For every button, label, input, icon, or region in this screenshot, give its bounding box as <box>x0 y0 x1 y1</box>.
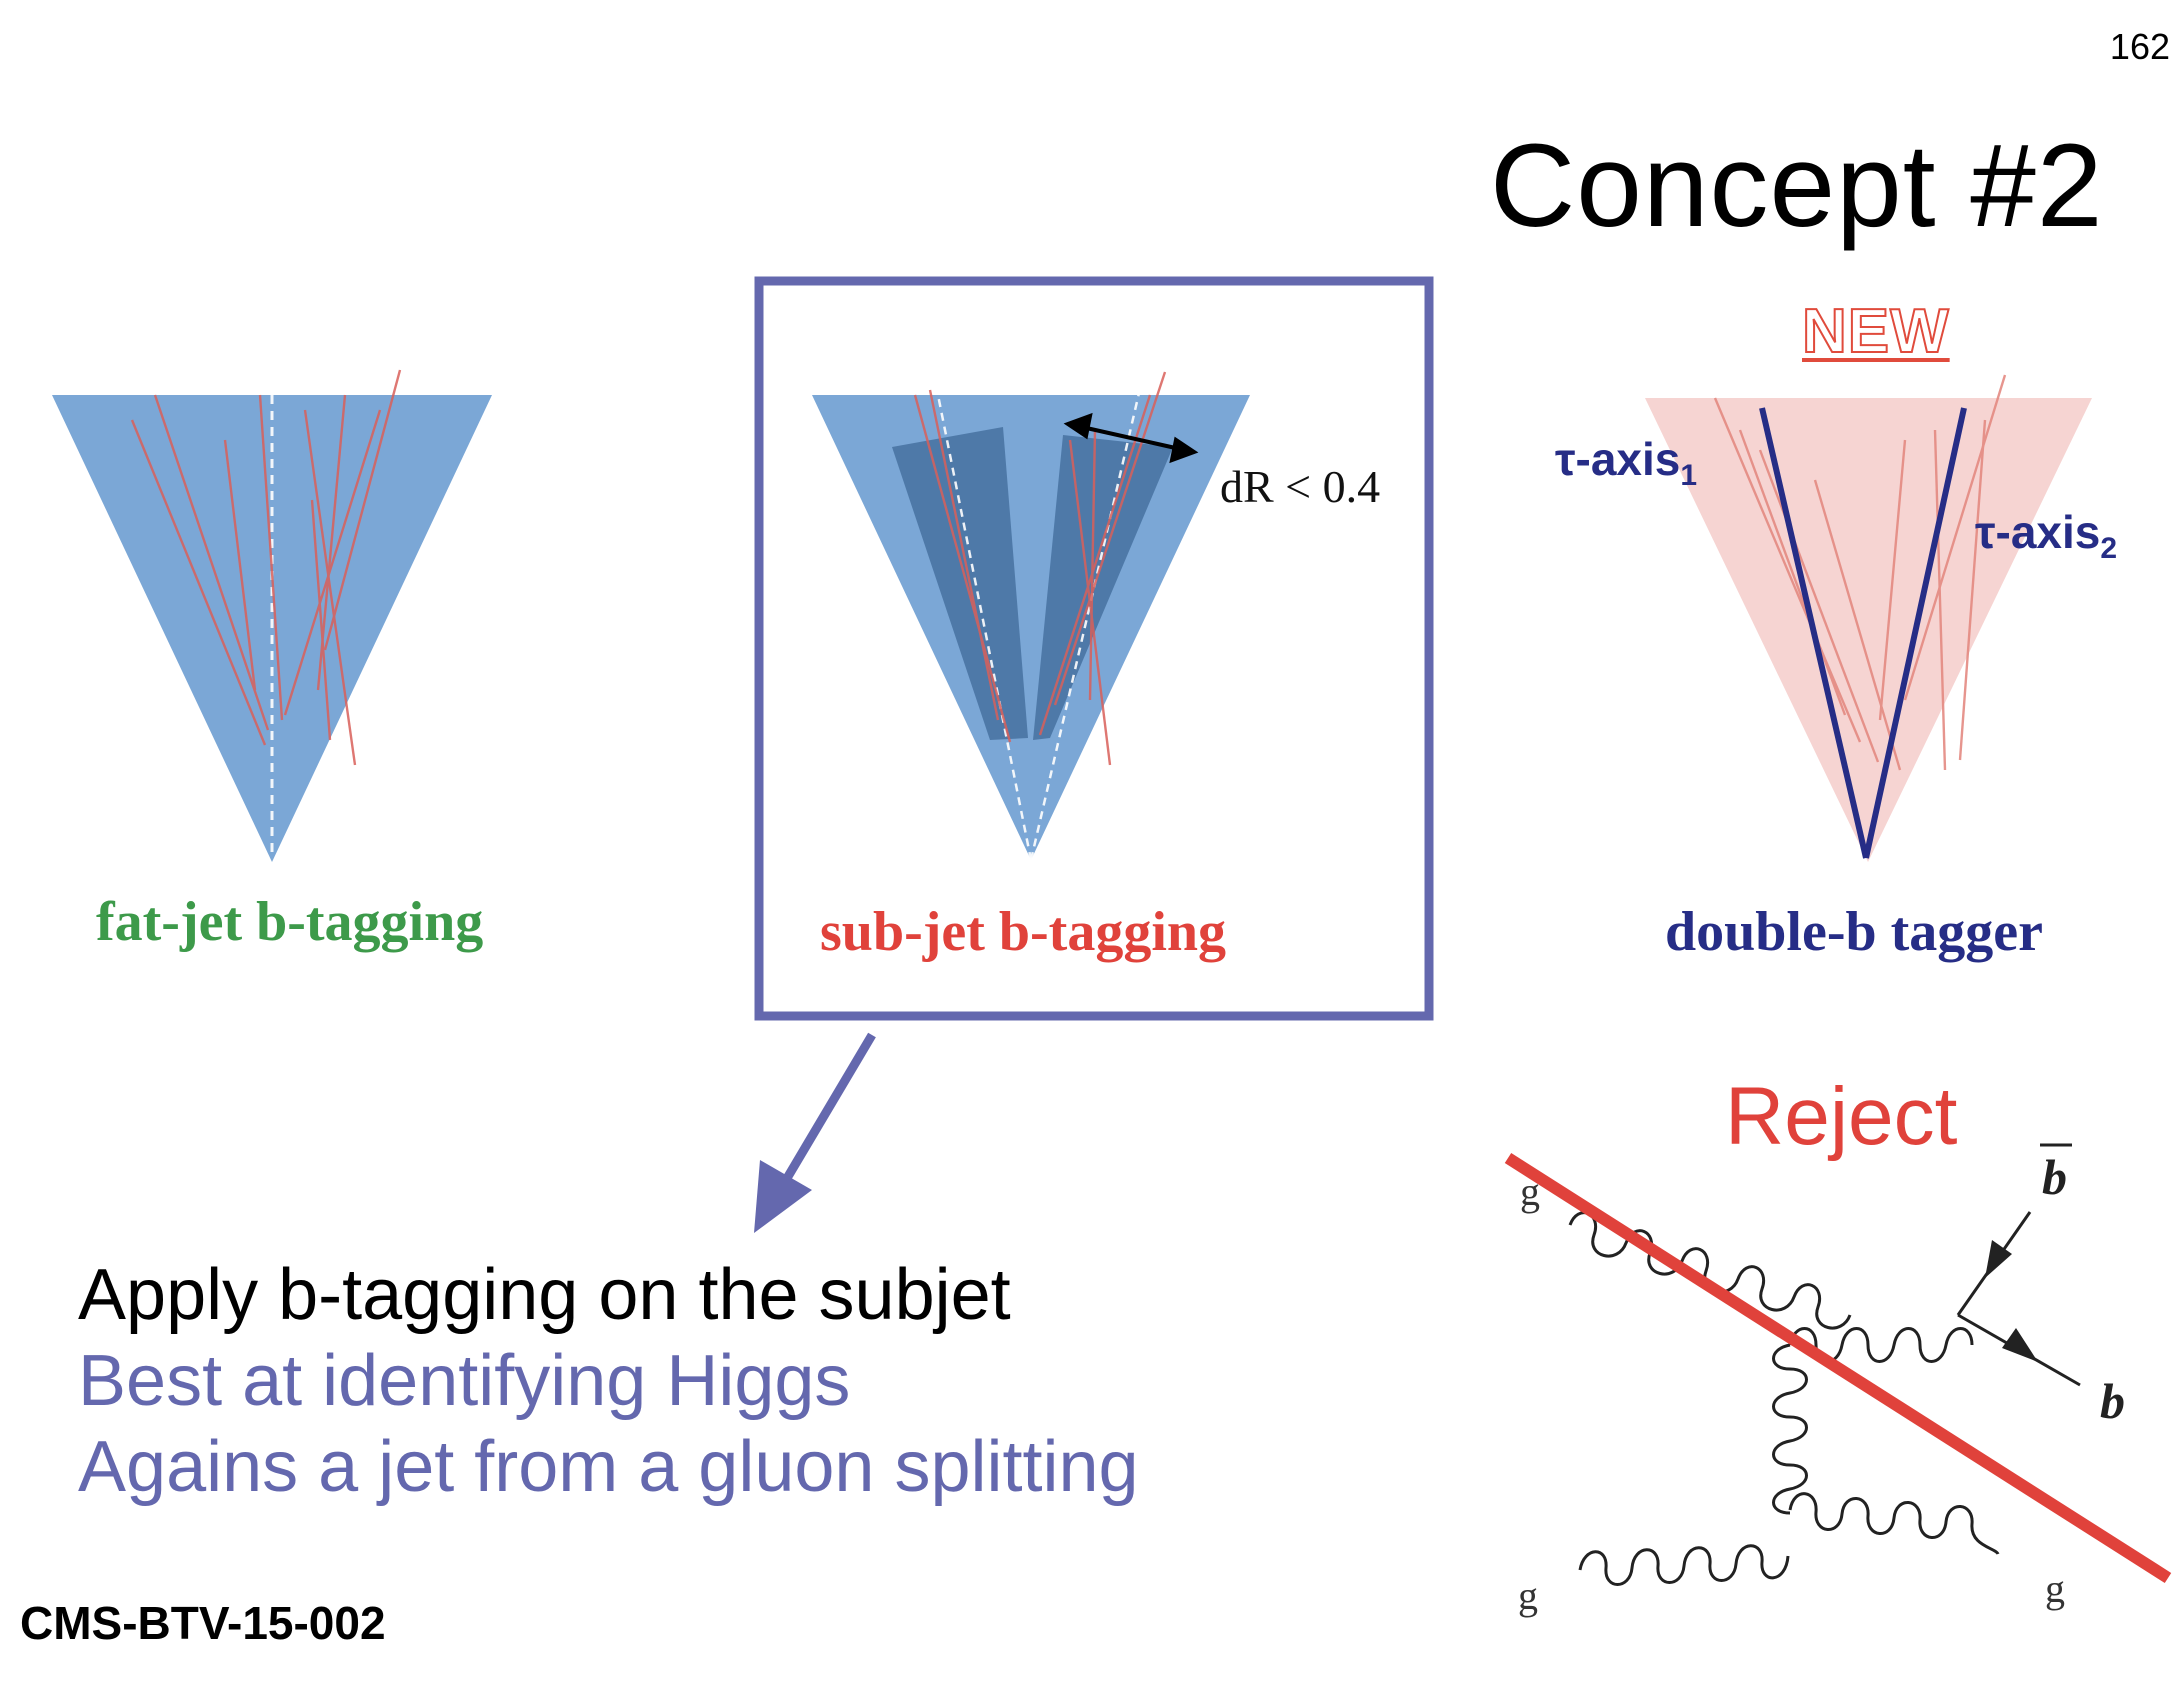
reject-label: Reject <box>1725 1071 1958 1162</box>
fat-jet-cone <box>52 369 492 862</box>
slide-title: Concept #2 <box>1490 120 2104 252</box>
dr-annotation: dR < 0.4 <box>1220 461 1381 512</box>
tau-axes <box>1759 407 1967 859</box>
double-b-label: double-b tagger <box>1665 901 2043 963</box>
gluon-bottom-right <box>1788 1492 2000 1555</box>
pointer-arrow <box>754 1032 876 1233</box>
tau-axis-2-label: τ-axis2 <box>1975 506 2118 566</box>
double-b-cone <box>1645 374 2092 862</box>
dr-arrow <box>1063 412 1199 464</box>
gluon-vertical <box>1772 1343 1808 1515</box>
b-arrowhead <box>2002 1328 2038 1362</box>
bbar-arrowhead <box>1985 1240 2012 1278</box>
double-b-tracks <box>1713 374 2007 771</box>
reject-strike-line <box>1504 1152 2172 1584</box>
gluon-top-left <box>1568 1211 1852 1330</box>
gluon-bottom-left <box>1578 1544 1790 1586</box>
reference-label: CMS-BTV-15-002 <box>20 1597 386 1649</box>
label-g-bottom-right: g <box>2045 1566 2065 1611</box>
label-g-top: g <box>1520 1169 1540 1214</box>
sub-jet-frame <box>754 276 1434 1021</box>
tau-axis-1-label: τ-axis1 <box>1555 433 1698 493</box>
page-number: 162 <box>2109 26 2170 67</box>
new-badge: NEW <box>1801 296 1950 367</box>
sub-jet-tracks <box>913 371 1167 766</box>
label-b: b <box>2100 1373 2125 1429</box>
sub-jet-label: sub-jet b-tagging <box>820 901 1227 963</box>
fat-jet-tracks <box>130 369 402 766</box>
feynman-diagram <box>1568 1211 2081 1586</box>
sub-jet-cone <box>812 371 1250 861</box>
bullet-line-2: Best at identifying Higgs <box>78 1341 851 1421</box>
label-g-bottom-left: g <box>1518 1573 1538 1618</box>
bullet-line-3: Agains a jet from a gluon splitting <box>78 1427 1139 1507</box>
bullet-line-1: Apply b-tagging on the subjet <box>78 1255 1011 1335</box>
fat-jet-label: fat-jet b-tagging <box>96 891 484 953</box>
bullet-text-block: Apply b-tagging on the subjet Best at id… <box>78 1252 1139 1510</box>
label-bbar: b <box>2042 1149 2067 1205</box>
